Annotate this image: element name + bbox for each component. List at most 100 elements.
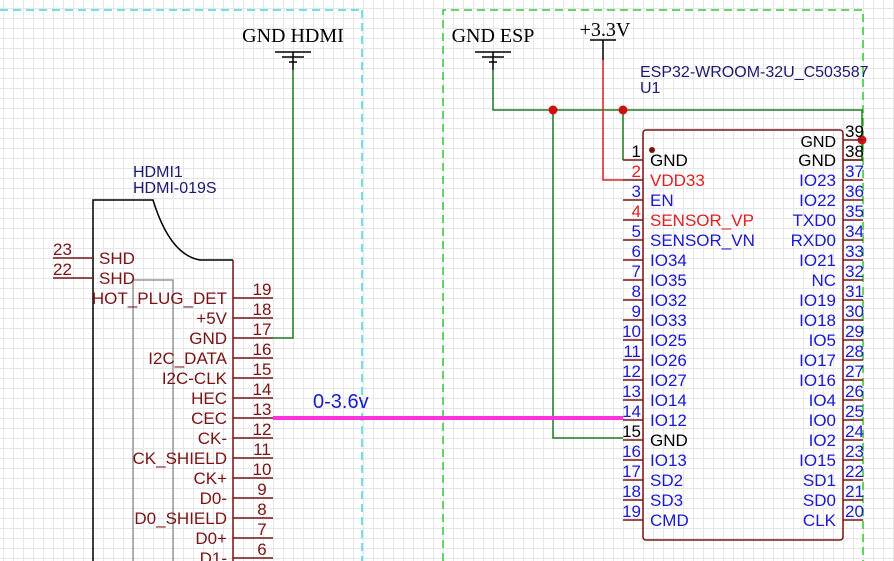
pin-number: 4	[632, 202, 641, 221]
pin-number: 10	[622, 322, 641, 341]
gnd-hdmi-label: GND HDMI	[242, 25, 344, 47]
gnd-esp-label: GND ESP	[452, 25, 535, 47]
net-label[interactable]: 0-3.6v	[313, 391, 369, 413]
wire-gnd-pin15[interactable]	[552, 110, 623, 439]
pin-number: 13	[253, 400, 272, 419]
pin-13[interactable]: 13 CEC	[191, 400, 273, 428]
wire-gnd-hdmi[interactable]	[273, 70, 294, 339]
pin-9[interactable]: 9D0-	[200, 480, 273, 508]
pin-name: SHD	[99, 269, 135, 288]
pin-number: 26	[845, 382, 864, 401]
pin-18[interactable]: 18+5V	[196, 300, 273, 328]
hdmi-part-number: HDMI-019S	[133, 180, 217, 197]
pin-number: 7	[632, 262, 641, 281]
hdmi-designator: HDMI1	[133, 164, 183, 181]
pin-number: 9	[632, 302, 641, 321]
pin1-marker	[649, 147, 655, 153]
pin-name: SD3	[650, 491, 683, 510]
pin-12[interactable]: 12 CK-	[198, 420, 273, 448]
pin-number: 20	[845, 502, 864, 521]
pin-name: CEC	[191, 409, 227, 428]
pin-name: GND	[189, 329, 227, 348]
esp-designator: U1	[640, 80, 661, 97]
gnd-esp-symbol[interactable]: GND ESP	[452, 25, 535, 70]
pin-7[interactable]: 7D0+	[195, 520, 273, 548]
pin-number: 5	[632, 222, 641, 241]
pin-name: IO17	[799, 351, 836, 370]
pin-9[interactable]: 9 IO33	[623, 302, 687, 330]
pin-name: CK-	[198, 429, 227, 448]
pin-number: 12	[253, 420, 272, 439]
pin-name: IO33	[650, 311, 687, 330]
pin-name: SD1	[803, 471, 836, 490]
pin-8[interactable]: 8D0_SHIELD	[134, 500, 273, 528]
pin-10[interactable]: 10 IO25	[622, 322, 687, 350]
pin-name: D0-	[200, 489, 227, 508]
pin-number: 32	[845, 262, 864, 281]
pin-6[interactable]: 6D1-	[200, 540, 273, 561]
pin-number: 35	[845, 202, 864, 221]
pin-name: IO25	[650, 331, 687, 350]
wire-3v3[interactable]	[602, 60, 623, 181]
pin-39[interactable]: 39	[843, 122, 864, 141]
pin-number: 22	[845, 462, 864, 481]
gnd-hdmi-symbol[interactable]: GND HDMI	[242, 25, 344, 70]
pin-number: 31	[845, 282, 864, 301]
pin-name: IO32	[650, 291, 687, 310]
pin-number: 34	[845, 222, 864, 241]
pin-name: D0+	[195, 529, 227, 548]
pin-name: IO18	[799, 311, 836, 330]
pin-number: 18	[253, 300, 272, 319]
pin-name: IO23	[799, 171, 836, 190]
vcc-3v3-symbol[interactable]: +3.3V	[580, 19, 631, 60]
pin-22[interactable]: 22 SD1	[803, 462, 864, 490]
